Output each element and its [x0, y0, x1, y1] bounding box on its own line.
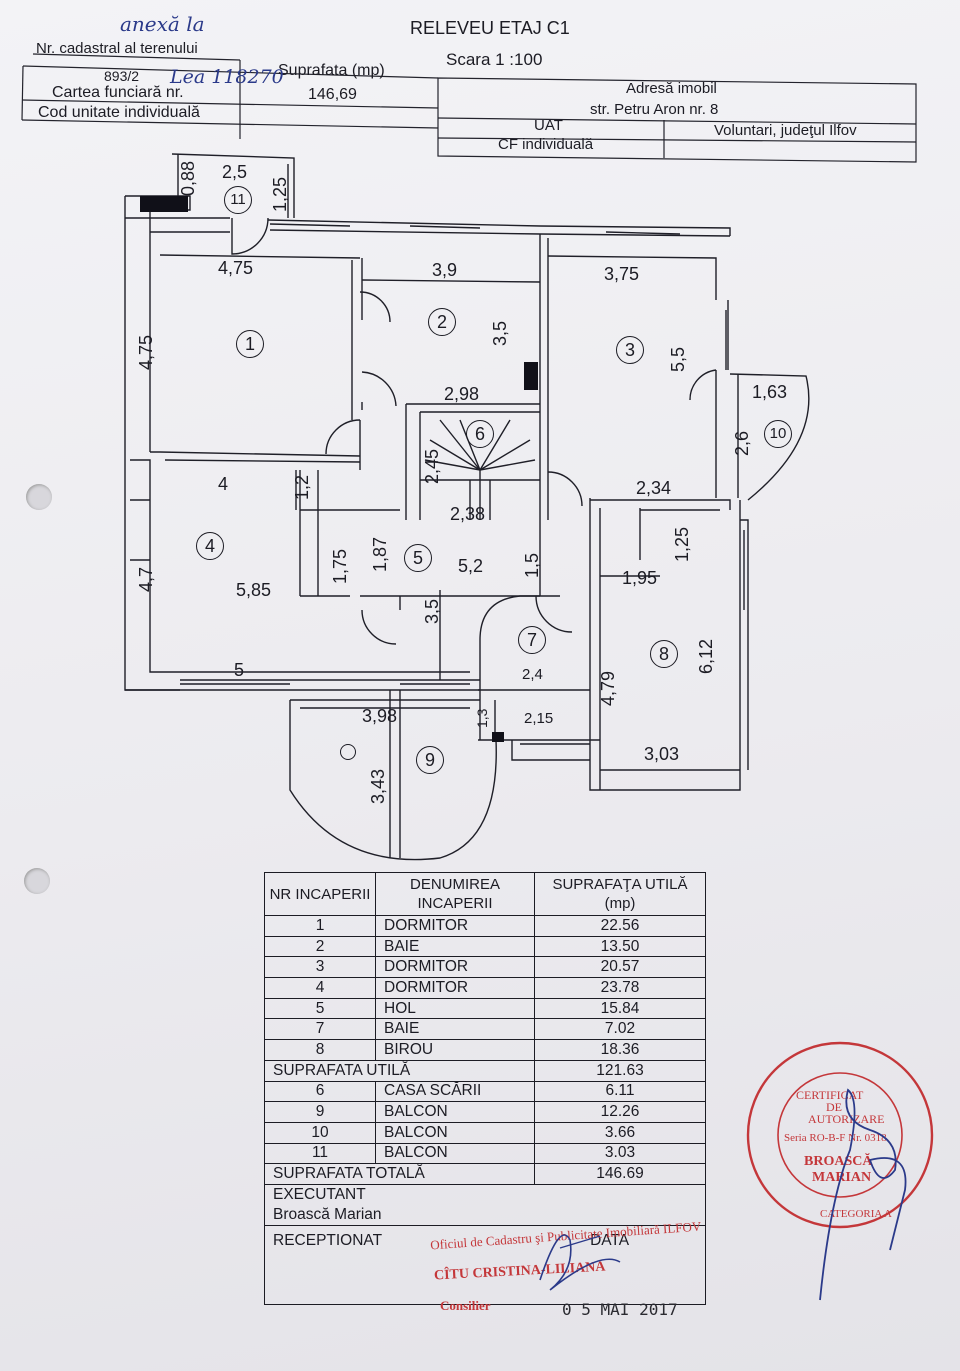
col-header-suprafata: SUPRAFAŢA UTILĂ (mp): [534, 872, 706, 916]
executant-label: EXECUTANT: [273, 1185, 366, 1203]
dim-room3-bottom: 2,34: [636, 478, 672, 498]
stamp-cert-serial: Seria RO-B-F Nr. 0318: [784, 1132, 887, 1144]
dim-balcony10-width: 1,63: [752, 382, 788, 402]
punch-hole-bottom: [24, 868, 50, 894]
stamp-cert-category: CATEGORIA A: [820, 1208, 892, 1220]
room-number-7: 7: [518, 626, 546, 654]
dim-room8-bottom: 3,03: [644, 744, 680, 764]
stamp-cert-name1: BROASCĂ: [804, 1154, 873, 1169]
executant-row: EXECUTANT Broască Marian: [264, 1183, 706, 1226]
label-cod-unitate: Cod unitate individuală: [38, 104, 200, 121]
stamp-cert-line2: DE: [826, 1100, 842, 1114]
room-number-1: 1: [236, 330, 264, 358]
receptionat-label: RECEPTIONAT: [273, 1231, 383, 1249]
receipt-date: 0 5 MAI 2017: [562, 1300, 678, 1319]
dim-stair-bottom: 2,38: [450, 504, 486, 524]
dim-balcony9-width: 3,98: [362, 706, 398, 726]
room-number-9: 9: [416, 746, 444, 774]
surface-value: 146,69: [308, 86, 357, 103]
handwritten-cf-number: Lea 118270: [170, 66, 284, 88]
dim-balcony11-width: 2,5: [222, 162, 248, 182]
dim-room4-bottom: 5: [234, 660, 245, 680]
document-scale: Scara 1 :100: [446, 50, 543, 69]
room-number-6: 6: [466, 420, 494, 448]
uat-value: Voluntari, judeţul Ilfov: [714, 122, 857, 139]
dim-room4-top: 4: [218, 474, 229, 494]
dim-room3-width: 3,75: [604, 264, 640, 284]
address-value: str. Petru Aron nr. 8: [590, 101, 719, 118]
room-number-8: 8: [650, 640, 678, 668]
balcony9-marker: [340, 744, 356, 760]
label-adresa: Adresă imobil: [626, 80, 717, 97]
room-number-4: 4: [196, 532, 224, 560]
room-number-5: 5: [404, 544, 432, 572]
cadastral-value: 893/2: [104, 68, 140, 84]
room-number-2: 2: [428, 308, 456, 336]
label-carte-funciara: Cartea funciară nr.: [52, 84, 184, 101]
dim-small-2-15: 2,15: [524, 710, 554, 727]
dim-room2-width: 3,9: [432, 260, 458, 280]
dim-stair-top: 2,98: [444, 384, 480, 404]
room-number-3: 3: [616, 336, 644, 364]
col-header-nr: NR INCAPERII: [264, 872, 376, 916]
floor-plan: [124, 153, 810, 861]
label-suprafata: Suprafata (mp): [278, 62, 385, 79]
room-number-10: 10: [764, 420, 792, 448]
dim-room4-width: 5,85: [236, 580, 272, 600]
certification-stamp: [746, 1041, 934, 1229]
label-cadastral-teren: Nr. cadastral al terenului: [36, 40, 198, 57]
table-header-row: NR INCAPERII DENUMIREA INCAPERII SUPRAFA…: [264, 872, 706, 916]
dim-room8-top: 1,95: [622, 568, 658, 588]
executant-name: Broască Marian: [273, 1205, 382, 1223]
label-cf-individuala: CF individuală: [498, 136, 594, 153]
dim-room7-width: 2,4: [522, 666, 543, 683]
header-grid: [21, 53, 917, 163]
stamp-cert-line3: AUTORIZARE: [808, 1112, 885, 1126]
office-stamp-role: Consilier: [440, 1298, 491, 1313]
dim-hall-width: 5,2: [458, 556, 484, 576]
room-number-11: 11: [224, 186, 252, 214]
dim-room1-width: 4,75: [218, 258, 254, 278]
handwritten-note-top: anexă la: [120, 12, 205, 36]
rooms-table: NR INCAPERII DENUMIREA INCAPERII SUPRAFA…: [264, 872, 706, 1305]
document-title: RELEVEU ETAJ C1: [410, 18, 570, 38]
label-uat: UAT: [534, 117, 563, 134]
punch-hole-top: [26, 484, 52, 510]
